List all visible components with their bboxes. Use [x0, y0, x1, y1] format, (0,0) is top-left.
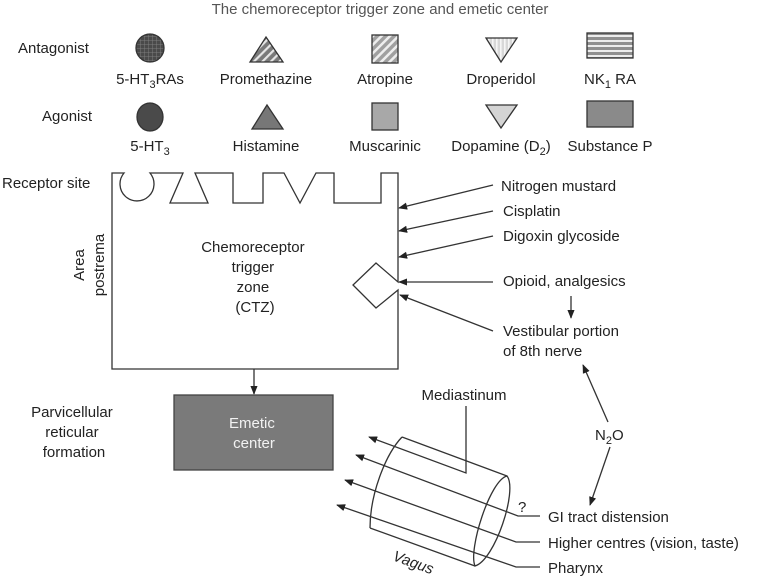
solid-circle-icon [136, 102, 164, 132]
label-digoxin: Digoxin glycoside [503, 228, 620, 245]
solid-square-icon [371, 102, 399, 131]
n2o-label: N2O [595, 427, 624, 447]
emetic-center-label: Emetic center [229, 415, 279, 452]
agonist-row-label: Agonist [42, 108, 93, 125]
cylinder-bottom-edge [369, 527, 476, 567]
striped-rectangle-icon [586, 32, 634, 59]
label-mediastinum: Mediastinum [421, 387, 506, 404]
label-opioid: Opioid, analgesics [503, 273, 626, 290]
striped-inverted-triangle-icon [484, 37, 519, 64]
receptor-site-label: Receptor site [2, 175, 90, 192]
striped-triangle-icon [248, 35, 285, 63]
emetic-center-box [173, 394, 334, 471]
solid-triangle-icon [250, 103, 285, 130]
agonist-label-substance-p: Substance P [567, 138, 652, 155]
solid-inverted-triangle-icon [484, 104, 519, 130]
arrow-vestibular [399, 294, 494, 332]
arrow-pharynx [336, 504, 540, 568]
svg-text:postrema: postrema [91, 233, 108, 296]
agonist-label-muscarinic: Muscarinic [349, 138, 421, 155]
label-gi-tract: GI tract distension [548, 509, 669, 526]
antagonist-label-5ht3ras: 5-HT3RAs [116, 71, 184, 91]
agonist-label-5ht3: 5-HT3 [130, 138, 169, 158]
agonist-label-dopamine: Dopamine (D2) [451, 138, 551, 158]
label-higher-centres: Higher centres (vision, taste) [548, 535, 739, 552]
vagus-cylinder [369, 436, 511, 567]
arrow-n2o-to-gi [589, 446, 611, 506]
antagonist-label-promethazine: Promethazine [220, 71, 313, 88]
question-mark: ? [518, 499, 526, 516]
agonist-label-histamine: Histamine [233, 138, 300, 155]
antagonist-row-label: Antagonist [18, 40, 90, 57]
arrow-mediastinum [368, 406, 467, 474]
label-nitrogen-mustard: Nitrogen mustard [501, 178, 616, 195]
cylinder-right-ellipse [473, 475, 511, 567]
label-vestibular-1: Vestibular portion [503, 323, 619, 340]
diagram-title: The chemoreceptor trigger zone and emeti… [212, 1, 549, 18]
solid-rectangle-icon [586, 100, 634, 128]
antagonist-label-atropine: Atropine [357, 71, 413, 88]
arrow-higher-centres [344, 479, 540, 543]
label-vagus: Vagus [391, 548, 437, 579]
svg-text:Area: Area [71, 249, 88, 281]
crosshatch-circle-icon [135, 33, 165, 63]
cylinder-top-edge [401, 436, 508, 477]
antagonist-label-nk1ra: NK1 RA [584, 71, 636, 91]
ctz-name: Chemoreceptor trigger zone (CTZ) [201, 239, 309, 316]
striped-square-icon [371, 34, 399, 64]
cylinder-left-arc [369, 436, 403, 529]
ctz-box-outline [111, 172, 399, 370]
arrow-digoxin [398, 235, 494, 259]
label-vestibular-2: of 8th nerve [503, 343, 582, 360]
parvicellular-label: Parvicellular reticular formation [31, 404, 117, 461]
arrow-n2o-to-vestibular [582, 364, 609, 423]
arrow-gi-tract [355, 454, 540, 517]
label-pharynx: Pharynx [548, 560, 604, 577]
arrow-nitrogen-mustard [398, 184, 494, 210]
label-cisplatin: Cisplatin [503, 203, 561, 220]
arrow-cisplatin [398, 210, 494, 233]
antagonist-label-droperidol: Droperidol [466, 71, 535, 88]
area-postrema-label: Area postrema [71, 233, 108, 296]
